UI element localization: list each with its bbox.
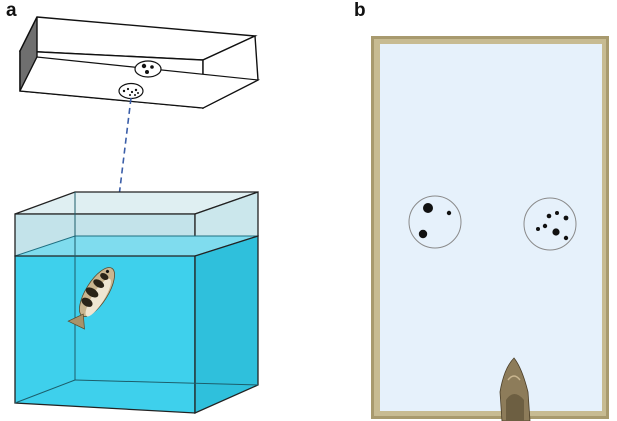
archerfish-icon (67, 267, 115, 330)
monitor-frame (371, 36, 609, 419)
panel-label-a: a (6, 0, 17, 21)
gaze-line (110, 97, 132, 263)
archerfish-head-icon (499, 357, 531, 421)
water-tank (14, 191, 259, 415)
stimulus-left (408, 195, 462, 249)
screen-stimulus-dense (118, 82, 144, 100)
stimulus-right (523, 197, 577, 251)
panel-label-b: b (354, 0, 366, 21)
screen-stimulus-sparse (134, 60, 162, 78)
